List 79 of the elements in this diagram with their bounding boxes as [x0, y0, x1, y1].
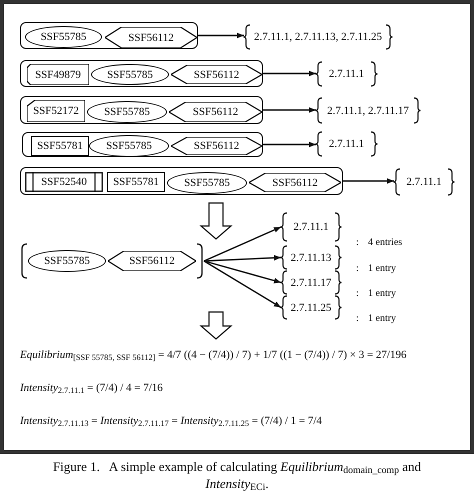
domain-combination-box [20, 167, 343, 195]
arrow [204, 260, 282, 284]
arrow [204, 255, 282, 262]
node-label: 2.7.11.1, 2.7.11.13, 2.7.11.25 [254, 31, 382, 43]
hexagon-shape [171, 65, 262, 84]
figure-caption: Figure 1. A simple example of calculating Equilibrium$_{domain_comp}$ and Intensity$_{ECi}$. [52, 458, 422, 492]
hexagon-shape [171, 137, 262, 155]
ellipse-shape [91, 64, 169, 85]
double-bar-box [25, 172, 103, 192]
node-label: SSF55785 [184, 177, 230, 189]
arrow [263, 142, 316, 148]
octagon-shape [27, 64, 89, 85]
domain-combination-box [20, 96, 263, 124]
arrow [204, 260, 282, 308]
block-arrow [199, 202, 233, 240]
node-label: SSF52172 [33, 105, 79, 117]
cut-corner-box [27, 100, 85, 122]
domain-combination-box [22, 132, 263, 157]
entry-count: : [356, 314, 359, 324]
hexagon-shape [105, 27, 197, 48]
node-label: 2.7.11.1 [328, 138, 364, 150]
bracket-group [20, 243, 204, 279]
node-label: SSF55785 [106, 140, 152, 152]
brace-set [393, 168, 455, 196]
hexagon-shape [249, 173, 341, 192]
formula: Intensity$_{2.7.11.1}$ = (7/4) / 4 = 7/16 [20, 383, 163, 394]
node-label: 2.7.11.1 [293, 221, 329, 233]
node-label: SSF55785 [107, 68, 153, 80]
brace-set [315, 97, 421, 124]
node-label: SSF56112 [272, 176, 318, 188]
formula: Equilibrium$_{[SSF 55785, SSF 56112]}$ = 4/7 ((4 − (7/4)) / 7) + 1/7 ((1 − (7/4)) / 7) × 3 = 27/196 [20, 350, 406, 361]
entry-count: : [356, 238, 359, 248]
ellipse-shape [167, 172, 247, 194]
node-label: 2.7.11.25 [290, 302, 332, 314]
entry-count: 1 entry [368, 264, 396, 274]
domain-combination-box [20, 60, 263, 87]
entry-count: : [356, 289, 359, 299]
brace-set [280, 270, 342, 295]
node-label: 2.7.11.1, 2.7.11.17 [327, 104, 409, 116]
node-label: SSF55785 [44, 255, 90, 267]
entry-count: 1 entry [368, 314, 396, 324]
entry-count: 1 entry [368, 289, 396, 299]
node-label: SSF56112 [128, 32, 174, 44]
ellipse-shape [25, 26, 102, 48]
arrow [263, 107, 316, 113]
node-label: 2.7.11.13 [290, 252, 332, 264]
brace-set [280, 212, 342, 242]
rectangle-box [31, 136, 89, 156]
arrow [204, 226, 282, 262]
brace-set [280, 295, 342, 320]
brace-set [315, 61, 378, 87]
node-label: SSF55781 [113, 176, 159, 188]
node-label: SSF49879 [35, 68, 81, 80]
node-label: 2.7.11.1 [328, 68, 364, 80]
entry-count: : [356, 264, 359, 274]
node-label: SSF56112 [192, 106, 238, 118]
formula: Intensity$_{2.7.11.13}$ = Intensity$_{2.7.11.17}$ = Intensity$_{2.7.11.25}$ = (7/4) / 1 = 7/4 [20, 416, 322, 427]
brace-set [243, 24, 393, 50]
entry-count: 4 entries [368, 238, 402, 248]
arrow [343, 178, 394, 184]
hexagon-shape [169, 102, 262, 122]
domain-combination-box [20, 22, 198, 49]
node-label: SSF56112 [129, 255, 175, 267]
brace-set [280, 245, 342, 270]
node-label: SSF52540 [41, 176, 87, 188]
rectangle-box [107, 172, 165, 192]
node-label: SSF56112 [194, 140, 240, 152]
node-label: SSF56112 [194, 68, 240, 80]
arrow [198, 32, 244, 38]
node-label: SSF55781 [37, 140, 83, 152]
node-label: SSF55785 [40, 31, 86, 43]
node-label: 2.7.11.1 [406, 176, 442, 188]
node-label: 2.7.11.17 [290, 276, 332, 288]
node-label: SSF55785 [104, 106, 150, 118]
brace-set [315, 131, 378, 157]
ellipse-shape [87, 101, 167, 123]
hexagon-shape [108, 251, 196, 271]
arrow [263, 70, 316, 76]
ellipse-shape [89, 135, 169, 157]
